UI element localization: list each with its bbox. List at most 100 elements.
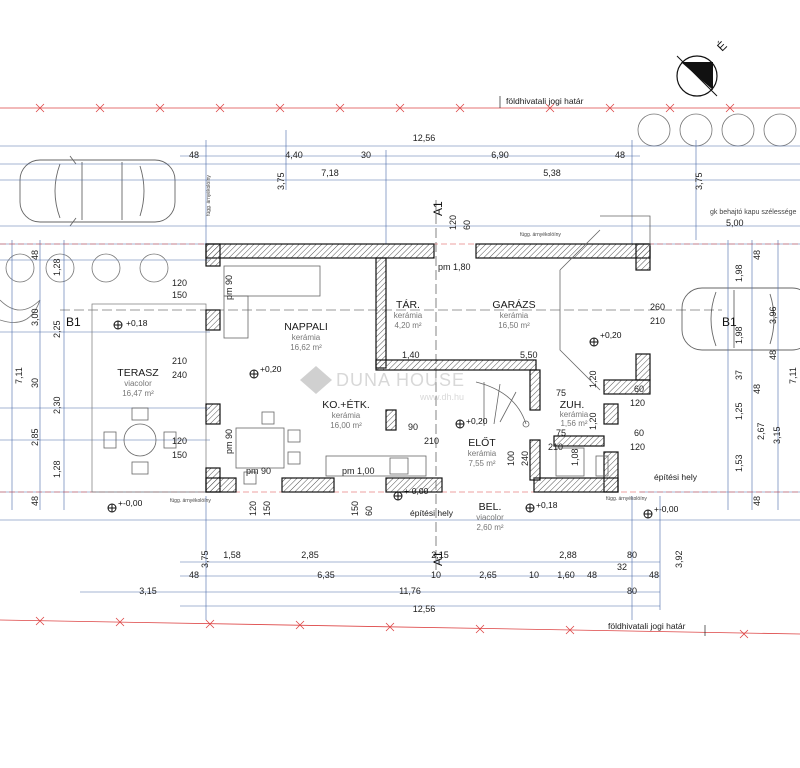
svg-text:pm 1,00: pm 1,00 <box>342 466 375 476</box>
svg-text:+0,20: +0,20 <box>260 364 282 374</box>
svg-text:+0,20: +0,20 <box>466 416 488 426</box>
svg-text:pm 90: pm 90 <box>246 466 271 476</box>
building-line-bottom: építési hely <box>410 508 454 518</box>
section-a-top: A1 <box>431 201 445 216</box>
svg-text:48: 48 <box>30 250 40 260</box>
svg-text:2,25: 2,25 <box>52 320 62 338</box>
svg-text:függ. árnyékolóíny: függ. árnyékolóíny <box>206 175 212 216</box>
svg-text:120: 120 <box>630 442 645 452</box>
dimension-lines <box>0 130 800 620</box>
svg-text:3,75: 3,75 <box>276 172 286 190</box>
svg-text:75: 75 <box>556 388 566 398</box>
svg-text:pm 1,80: pm 1,80 <box>438 262 471 272</box>
section-marks: A1 A1 B1 B1 <box>66 201 737 566</box>
svg-text:TÁR.: TÁR. <box>396 298 420 311</box>
svg-text:37: 37 <box>734 370 744 380</box>
svg-text:KO.+ÉTK.: KO.+ÉTK. <box>322 398 370 411</box>
svg-text:120: 120 <box>248 501 258 516</box>
svg-text:48: 48 <box>30 496 40 506</box>
level-marker: +0,18 <box>525 500 558 513</box>
svg-text:120: 120 <box>630 398 645 408</box>
svg-text:kerámia: kerámia <box>332 411 361 420</box>
svg-text:2,30: 2,30 <box>52 396 62 414</box>
svg-text:48: 48 <box>649 570 659 580</box>
svg-text:48: 48 <box>615 150 625 160</box>
svg-text:1,28: 1,28 <box>52 258 62 276</box>
svg-text:viacolor: viacolor <box>124 379 152 388</box>
svg-text:100: 100 <box>506 451 516 466</box>
svg-text:12,56: 12,56 <box>413 604 436 614</box>
level-marker: +0,20 <box>249 364 282 379</box>
svg-text:16,47 m²: 16,47 m² <box>122 389 154 398</box>
svg-text:kerámia: kerámia <box>292 333 321 342</box>
svg-text:2,85: 2,85 <box>30 428 40 446</box>
svg-text:3,92: 3,92 <box>674 550 684 568</box>
svg-text:120: 120 <box>172 278 187 288</box>
svg-text:3,75: 3,75 <box>200 550 210 568</box>
svg-text:1,56 m²: 1,56 m² <box>560 419 587 428</box>
svg-text:4,20 m²: 4,20 m² <box>394 321 421 330</box>
svg-text:függ. árnyékolóíny: függ. árnyékolóíny <box>606 496 647 502</box>
svg-text:7,18: 7,18 <box>321 168 339 178</box>
watermark-logo: DUNA HOUSE www.dh.hu <box>300 366 465 402</box>
svg-text:2,67: 2,67 <box>756 422 766 440</box>
level-markers: +0,18 +0,20 +0,20 +0,20 +0,18 +-0,00 +-0… <box>107 318 679 519</box>
svg-text:75: 75 <box>556 428 566 438</box>
trees <box>0 113 797 323</box>
level-marker: +0,20 <box>589 330 622 347</box>
svg-text:240: 240 <box>520 451 530 466</box>
svg-text:30: 30 <box>361 150 371 160</box>
svg-text:+-0,00: +-0,00 <box>118 498 143 508</box>
svg-text:60: 60 <box>462 220 472 230</box>
svg-text:48: 48 <box>189 570 199 580</box>
svg-text:48: 48 <box>752 250 762 260</box>
section-b-right: B1 <box>722 315 737 329</box>
svg-text:210: 210 <box>548 442 563 452</box>
svg-text:240: 240 <box>172 370 187 380</box>
opening-dimensions: 120 150 210 240 120 150 120 150 150 60 p… <box>172 215 665 516</box>
svg-text:TERASZ: TERASZ <box>117 367 159 379</box>
svg-text:7,55 m²: 7,55 m² <box>468 459 495 468</box>
svg-text:16,00 m²: 16,00 m² <box>330 421 362 430</box>
svg-text:1,98: 1,98 <box>734 326 744 344</box>
svg-text:+0,20: +0,20 <box>600 330 622 340</box>
svg-text:48: 48 <box>189 150 199 160</box>
svg-text:ELŐT: ELŐT <box>468 435 496 449</box>
room-nappali: NAPPALI kerámia 16,62 m² <box>284 321 328 352</box>
svg-text:2,15: 2,15 <box>431 550 449 560</box>
svg-text:80: 80 <box>627 586 637 596</box>
terrace-outline <box>91 303 207 493</box>
svg-text:1,20: 1,20 <box>588 370 598 388</box>
building-line-right: építési hely <box>654 472 698 482</box>
svg-text:pm 90: pm 90 <box>224 429 234 454</box>
svg-text:16,50 m²: 16,50 m² <box>498 321 530 330</box>
gate-width: 5,00 <box>726 218 744 228</box>
svg-text:260: 260 <box>650 302 665 312</box>
top-dimensions: 12,56 48 4,40 30 6,90 48 7,18 5,38 3,75 … <box>189 133 704 190</box>
svg-text:2,85: 2,85 <box>301 550 319 560</box>
property-boundary-top <box>0 103 800 113</box>
svg-text:+0,18: +0,18 <box>536 500 558 510</box>
svg-text:90: 90 <box>408 422 418 432</box>
furniture <box>103 215 651 485</box>
room-konyha: KO.+ÉTK. kerámia 16,00 m² <box>322 398 370 430</box>
car-right <box>681 287 800 351</box>
svg-text:150: 150 <box>262 501 272 516</box>
svg-text:BEL.: BEL. <box>479 501 502 513</box>
room-terasz: TERASZ viacolor 16,47 m² <box>117 367 159 398</box>
svg-text:GARÁZS: GARÁZS <box>492 298 535 311</box>
svg-text:210: 210 <box>424 436 439 446</box>
svg-text:210: 210 <box>650 316 665 326</box>
level-marker: +-0,00 <box>107 498 143 513</box>
svg-text:60: 60 <box>634 384 644 394</box>
svg-text:1,98: 1,98 <box>734 264 744 282</box>
svg-text:NAPPALI: NAPPALI <box>284 321 328 333</box>
section-a-bottom: A1 <box>431 551 445 566</box>
svg-text:30: 30 <box>30 378 40 388</box>
north-label: É <box>714 38 730 54</box>
svg-text:DUNA HOUSE: DUNA HOUSE <box>336 370 465 390</box>
svg-text:1,40: 1,40 <box>402 350 420 360</box>
svg-text:5,50: 5,50 <box>520 350 538 360</box>
room-garazs: GARÁZS kerámia 16,50 m² <box>492 298 535 330</box>
